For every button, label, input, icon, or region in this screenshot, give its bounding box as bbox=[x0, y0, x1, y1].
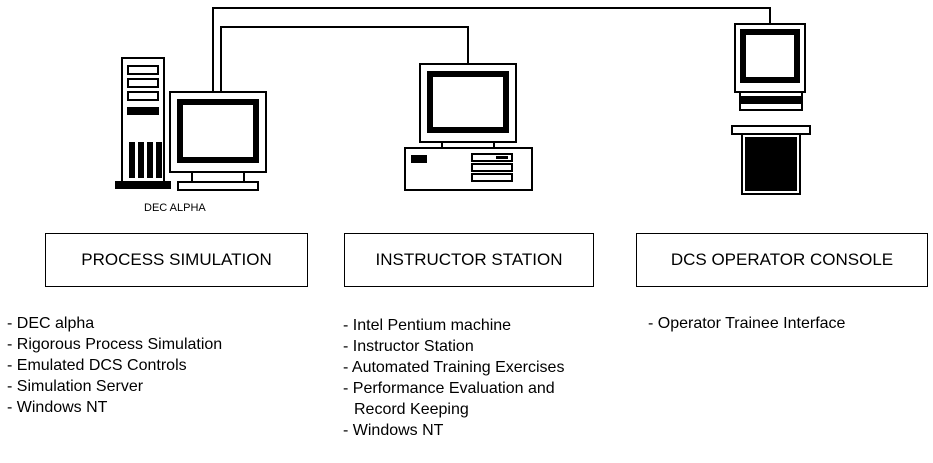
process-simulation-features: - DEC alpha - Rigorous Process Simulatio… bbox=[7, 313, 222, 418]
list-item: - Intel Pentium machine bbox=[343, 317, 512, 334]
instructor-station-box: INSTRUCTOR STATION bbox=[344, 233, 594, 287]
network-cables bbox=[212, 7, 771, 92]
instructor-station-features: - Intel Pentium machine - Instructor Sta… bbox=[343, 315, 564, 441]
list-item: - Operator Trainee Interface bbox=[648, 315, 846, 332]
list-item: - Performance Evaluation and bbox=[343, 380, 555, 397]
instructor-monitor-icon bbox=[419, 63, 517, 149]
operator-console-icon bbox=[731, 23, 811, 195]
list-item: - Simulation Server bbox=[7, 378, 144, 395]
cable-instructor bbox=[220, 26, 469, 92]
instructor-desktop-icon bbox=[404, 147, 533, 191]
dcs-operator-console-features: - Operator Trainee Interface bbox=[648, 313, 845, 334]
list-item: - Automated Training Exercises bbox=[343, 359, 565, 376]
list-item: - Rigorous Process Simulation bbox=[7, 336, 223, 353]
list-item: - Emulated DCS Controls bbox=[7, 357, 187, 374]
list-item: - Windows NT bbox=[343, 422, 444, 439]
list-item: Record Keeping bbox=[354, 401, 469, 418]
process-monitor-icon bbox=[169, 91, 267, 191]
list-item: - DEC alpha bbox=[7, 315, 95, 332]
cable-console bbox=[212, 7, 771, 92]
tower-server-icon bbox=[115, 57, 171, 189]
list-item: - Instructor Station bbox=[343, 338, 474, 355]
dcs-operator-console-box: DCS OPERATOR CONSOLE bbox=[636, 233, 928, 287]
process-simulation-box: PROCESS SIMULATION bbox=[45, 233, 308, 287]
device-caption-dec-alpha: DEC ALPHA bbox=[144, 202, 206, 214]
list-item: - Windows NT bbox=[7, 399, 108, 416]
